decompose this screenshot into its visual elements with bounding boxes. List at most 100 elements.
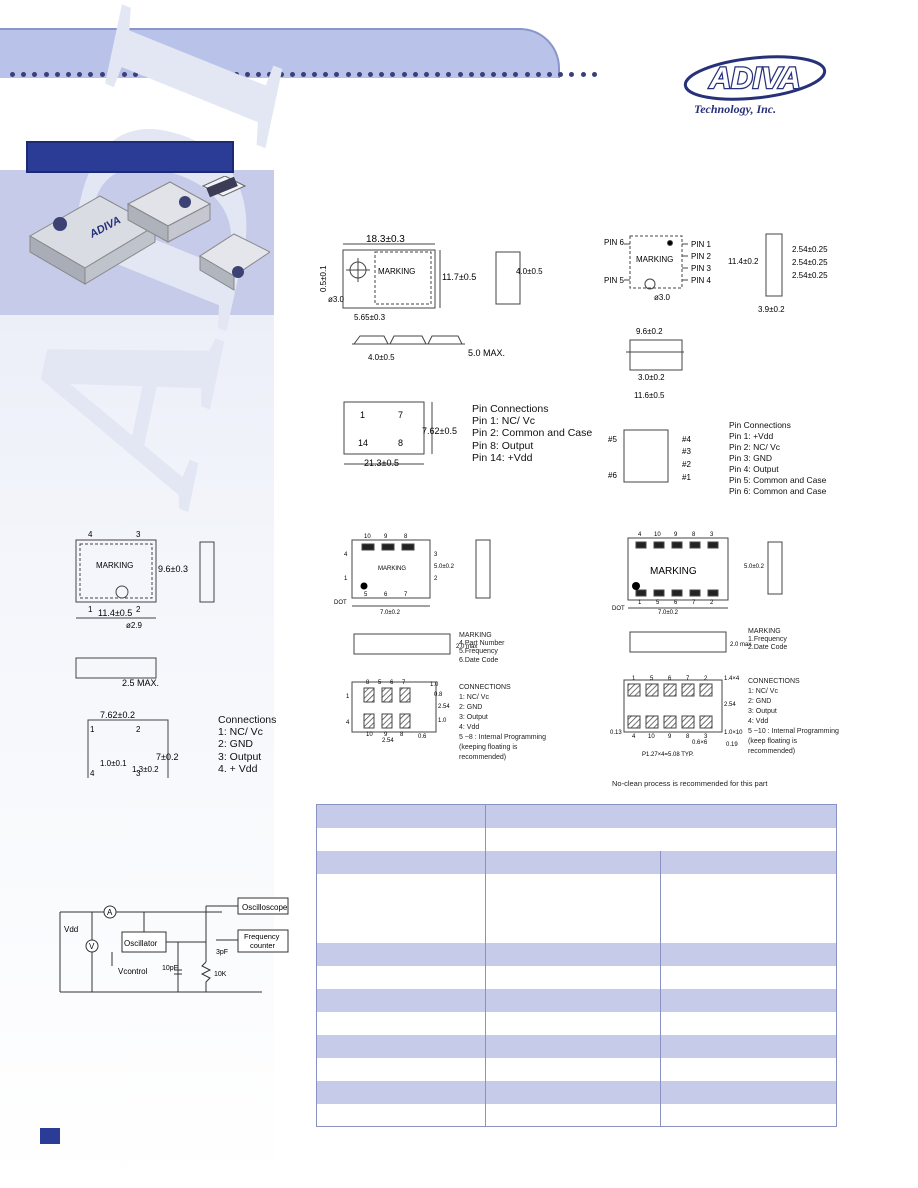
header-dot <box>133 72 139 77</box>
d1-pin-7: 7 <box>398 410 403 420</box>
d5-pad-bp1: 10 <box>648 734 655 740</box>
d4-connections: CONNECTIONS 1: NC/ Vc 2: GND 3: Output 4… <box>459 683 546 763</box>
d3-width: 11.4±0.5 <box>98 608 132 618</box>
d3-connections: Connections 1: NC/ Vc 2: GND 3: Output 4… <box>218 714 276 775</box>
d4-side-3: 3 <box>434 552 438 558</box>
d4-c-4: 4: Vdd <box>459 724 480 731</box>
circuit-3pf: 3pF <box>216 949 228 956</box>
d5-pad-d5: 0.19 <box>726 742 738 748</box>
d2-pin4: PIN 4 <box>691 276 712 285</box>
d4-pad-d0: 1.0 <box>430 682 439 688</box>
d2-pin6: PIN 6 <box>604 238 625 247</box>
header-dot <box>256 72 262 77</box>
header-dot <box>300 72 306 77</box>
d3-profile: 2.5 MAX. <box>122 678 159 688</box>
table-row <box>316 988 837 1012</box>
d4-top-9: 9 <box>384 534 388 540</box>
d4-mn-2: 5.Frequency <box>459 648 498 656</box>
d1-pc-4: Pin 14: +Vdd <box>472 451 533 464</box>
d2-bp-2: #2 <box>682 460 691 469</box>
d4-pad-d1: 0.8 <box>434 692 443 698</box>
drawing-5: 4 10 9 8 3 1 5 6 7 2 MARKING 5.0±0.2 7.0… <box>610 532 783 758</box>
table-row <box>316 827 837 851</box>
d5-marking-note: MARKING 1.Frequency 2.Date Code <box>748 628 787 653</box>
header-dot <box>99 72 105 77</box>
header-dot <box>446 72 452 77</box>
circuit-oscillator: Oscillator <box>124 939 158 948</box>
d5-pad-d3: 0.13 <box>610 730 622 736</box>
d3-hole: ø2.9 <box>126 621 143 630</box>
header-dot <box>524 72 530 77</box>
header-dot <box>468 72 474 77</box>
d4-bottom-7: 7 <box>404 592 408 598</box>
section-title-bar <box>26 141 234 173</box>
header-dot <box>345 72 351 77</box>
d4-c-5: 5 ~8 : Internal Programming <box>459 734 546 741</box>
header-dot <box>121 72 127 77</box>
d4-marking: MARKING <box>378 566 406 572</box>
d2-height: 11.4±0.2 <box>728 257 759 266</box>
header-dot <box>222 72 228 77</box>
table-row <box>316 850 837 874</box>
d4-marking-note: MARKING 4.Part Number 5.Frequency 6.Date… <box>459 632 505 665</box>
table-row <box>316 1034 837 1058</box>
d3-bp-3: 3 <box>136 769 141 778</box>
drawing-1: 18.3±0.3 11.7±0.5 0.5±0.1 MARKING ø3.0 5… <box>320 234 543 468</box>
d5-pad-bp4: 3 <box>704 734 708 740</box>
circuit-ammeter: A <box>107 908 113 917</box>
d1-marking: MARKING <box>378 267 415 276</box>
d1-hole-pos: 5.65±0.3 <box>354 313 386 322</box>
d5-mn-0: MARKING <box>748 628 781 635</box>
d4-c-7: recommended) <box>459 754 507 761</box>
d4-mn-3: 6.Date Code <box>459 656 499 664</box>
header-dot <box>368 72 373 77</box>
d4-profile-height: 2.0 max <box>456 644 477 650</box>
d5-c-0: CONNECTIONS <box>748 678 800 685</box>
header-dot <box>189 72 194 77</box>
d4-side-1: 1 <box>344 576 348 582</box>
circuit-10k: 10K <box>214 971 227 978</box>
table-row <box>316 1011 837 1035</box>
d1-pin-connections: Pin Connections Pin 1: NC/ Vc Pin 2: Com… <box>472 403 592 464</box>
d1-length: 21.3±0.5 <box>364 458 399 468</box>
d5-mn-2: 2.Date Code <box>748 644 788 652</box>
d2-pitch-2: 2.54±0.25 <box>792 258 828 267</box>
header-dot <box>457 72 463 77</box>
d3-c-1: 1: NC/ Vc <box>218 726 263 739</box>
d1-pin-1: 1 <box>360 410 365 420</box>
d5-pad-d6: P1.27×4=5.08 TYP. <box>642 752 694 758</box>
d5-mn-1: 1.Frequency <box>748 636 787 644</box>
header-dot <box>88 72 94 77</box>
side-panel <box>0 170 274 1188</box>
d4-side-4: 4 <box>344 552 348 558</box>
table-row <box>316 1080 837 1104</box>
table-row <box>316 873 837 943</box>
header-dot <box>535 72 541 77</box>
d4-bottom-6: 6 <box>384 592 388 598</box>
d4-c-0: CONNECTIONS <box>459 684 511 691</box>
drawing-2: PIN 6 PIN 5 PIN 1 PIN 2 PIN 3 PIN 4 MARK… <box>604 233 828 483</box>
d2-pc-5: Pin 5: Common and Case <box>729 475 827 485</box>
header-dot <box>233 72 239 77</box>
d3-c-2: 2: GND <box>218 738 254 751</box>
header-dot <box>278 72 284 77</box>
table-row <box>316 804 837 828</box>
d5-top-pin-3: 8 <box>692 532 696 538</box>
d3-pad-b: 1.3±0.2 <box>132 765 159 774</box>
d4-height: 5.0±0.2 <box>434 564 455 570</box>
d2-pin3: PIN 3 <box>691 264 712 273</box>
d5-c-7: recommended) <box>748 748 796 755</box>
d2-bp-5: #5 <box>608 435 617 444</box>
d5-top-pin-0: 4 <box>638 532 642 538</box>
d4-mn-1: 4.Part Number <box>459 640 505 648</box>
page-marker <box>40 1128 60 1144</box>
d3-bottom-height: 7±0.2 <box>156 752 178 762</box>
d5-pad-d4: 0.6×6 <box>692 740 708 746</box>
d4-c-1: 1: NC/ Vc <box>459 694 489 701</box>
d5-c-4: 4: Vdd <box>748 718 769 725</box>
d3-bp-2: 2 <box>136 725 141 734</box>
d2-pc-3: Pin 3: GND <box>729 453 772 463</box>
header-dot <box>54 72 60 77</box>
d1-width: 18.3±0.3 <box>366 234 405 245</box>
d2-bp-1: #1 <box>682 473 691 482</box>
